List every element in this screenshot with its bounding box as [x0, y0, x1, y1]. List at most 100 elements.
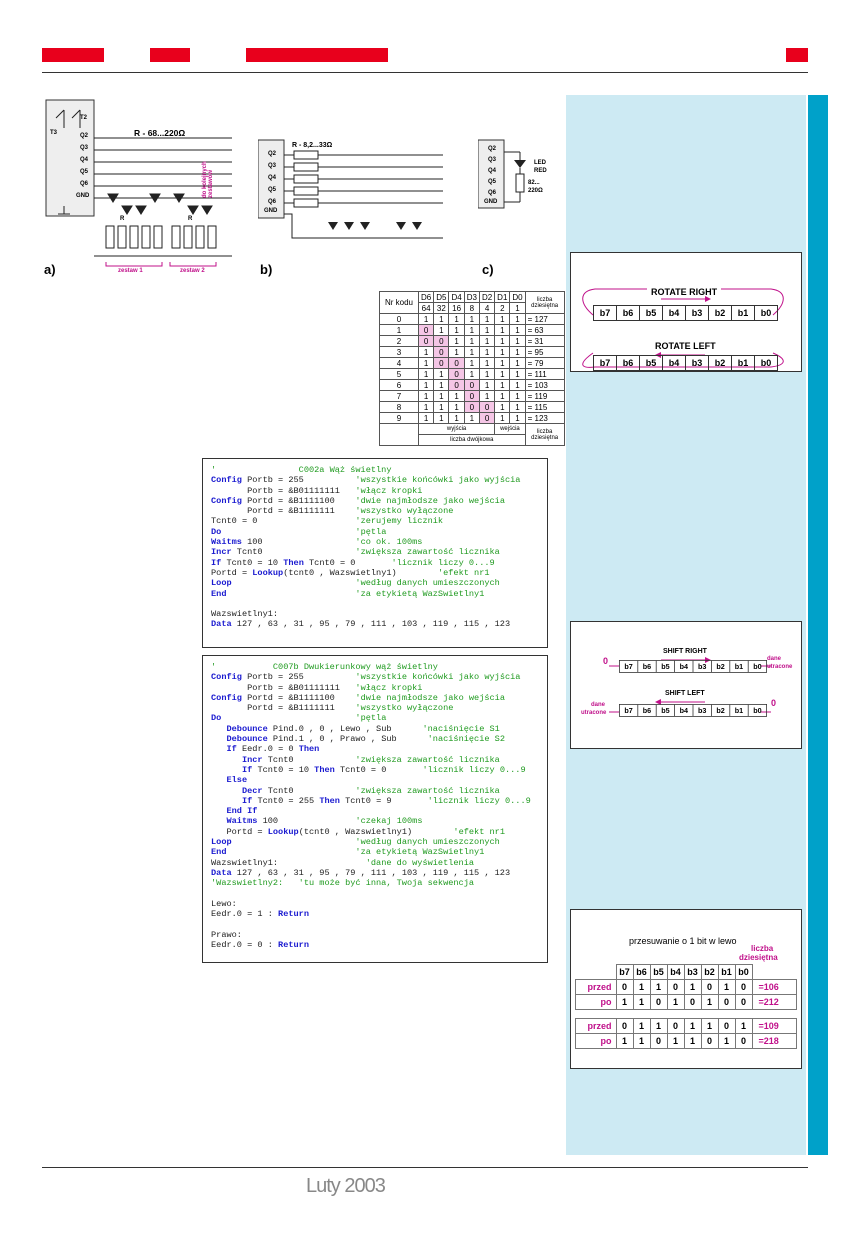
shift-table-bit: 0 — [666, 979, 685, 995]
code-token: 'według danych umieszczonych — [355, 837, 500, 848]
code-line — [211, 599, 539, 609]
code-token: 'efekt nr1 — [453, 826, 505, 837]
shift-table-bit: 1 — [615, 994, 634, 1010]
code-token: Portd = — [211, 826, 268, 837]
code-line: Incr Tcnt0 'zwiększa zawartość licznika — [211, 755, 539, 765]
code-token: 'zwiększa zawartość licznika — [355, 754, 500, 765]
fig-b-resistor-note: R - 8,2...33Ω — [292, 142, 333, 149]
bit-weight: 8 — [463, 302, 480, 314]
code-token: Tcnt0 = 10 — [252, 764, 315, 775]
code-token: 'zerujemy licznik — [355, 516, 444, 527]
code-token: Then — [298, 744, 320, 755]
register-bit: b2 — [709, 306, 732, 320]
code-line: Data 127 , 63 , 31 , 95 , 79 , 111 , 103… — [211, 868, 539, 878]
shift-table-bit: 0 — [649, 1033, 668, 1049]
code-decimal: = 79 — [524, 357, 565, 369]
fig-c-pin-q5: Q5 — [488, 179, 497, 185]
register-bit: b7 — [594, 306, 617, 320]
code-bit: 0 — [417, 335, 435, 347]
code-token: Do — [211, 526, 222, 537]
code-bit: 1 — [494, 324, 511, 336]
shift-table-bit-header: b5 — [649, 964, 668, 980]
register-bit: b7 — [594, 356, 617, 370]
shift-table-bit: 0 — [734, 994, 753, 1010]
shift-table-bit: 1 — [615, 1033, 634, 1049]
rotate-left-title: ROTATE LEFT — [655, 341, 716, 351]
fig-b-pin-q2: Q2 — [268, 151, 277, 157]
fig-a-resistor-note: R - 68...220Ω — [134, 128, 186, 138]
bit-weight: 32 — [433, 302, 450, 314]
code-table-binary: liczba dwójkowa — [418, 434, 526, 446]
register-bit: b4 — [675, 660, 694, 672]
code-bit: 1 — [417, 357, 435, 369]
code-token: Debounce — [226, 723, 268, 734]
bit-weight: 2 — [494, 302, 511, 314]
bit-weight: 16 — [448, 302, 465, 314]
code-table-dec-header: liczba dziesiętna — [524, 291, 565, 314]
code-bit: 1 — [417, 390, 435, 402]
code-token: Then — [314, 764, 335, 775]
register-bit: b7 — [620, 704, 639, 716]
code-bit: 1 — [463, 357, 480, 369]
bit-name: D2 — [478, 291, 496, 303]
shift-table-bit: 1 — [632, 994, 651, 1010]
code-token: Tcnt0 = 10 — [221, 557, 284, 568]
code-token: If — [241, 764, 253, 775]
code-token: 127 , 63 , 31 , 95 , 79 , 111 , 103 , 11… — [231, 619, 511, 630]
register-bit: b3 — [686, 306, 709, 320]
code-number: 3 — [379, 346, 419, 358]
code-token — [221, 713, 355, 723]
code-token — [226, 847, 355, 857]
code-line: If Eedr.0 = 0 Then — [211, 744, 539, 754]
code-token: 'efekt nr1 — [437, 567, 490, 578]
code-table-nr-header: Nr kodu — [379, 291, 419, 314]
code-line: Debounce Pind.0 , 0 , Lewo , Sub 'naciśn… — [211, 724, 539, 734]
code-bit: 1 — [494, 379, 511, 391]
code-bit: 1 — [417, 346, 435, 358]
code-line: Tcnt0 = 0 'zerujemy licznik — [211, 516, 539, 526]
code-token: Lookup — [252, 567, 284, 578]
fig-a-pin-q4: Q4 — [80, 157, 89, 163]
code-line — [211, 919, 539, 929]
shift-table-bit: 0 — [700, 979, 719, 995]
code-token: 'włącz kropki — [355, 682, 423, 693]
code-token: Eedr.0 = 1 : — [211, 909, 279, 920]
code-token: 'wszystko wyłączone — [355, 703, 454, 714]
code-bit: 1 — [478, 313, 496, 325]
code-bit: 1 — [509, 390, 526, 402]
code-token — [211, 744, 226, 754]
code-token: 'wszystkie końcówki jako wyjścia — [355, 475, 521, 486]
register-bit: b0 — [753, 662, 762, 671]
code-number: 9 — [379, 412, 419, 424]
code-line: Config Portd = &B1111100 'dwie najmłodsz… — [211, 496, 539, 506]
code-token: Data — [211, 867, 232, 878]
code-line: ' C002a Wąż świetlny — [211, 465, 539, 475]
shift-table-dec-h1: liczba — [751, 944, 774, 953]
code-table-outputs: wyjścia — [417, 423, 496, 435]
code-token: Decr — [241, 785, 263, 796]
fig-a-group2: zestaw 2 — [180, 268, 205, 274]
header-tab-3 — [246, 48, 388, 62]
shift-table-bit: 1 — [632, 1033, 651, 1049]
code-bit: 1 — [478, 346, 496, 358]
fig-b-pin-q3: Q3 — [268, 163, 277, 169]
code-token: End If — [226, 806, 258, 817]
code-token: 'co ok. 100ms — [355, 537, 423, 548]
shift-table-bit: 1 — [734, 1018, 753, 1034]
code-line: Decr Tcnt0 'zwiększa zawartość licznika — [211, 786, 539, 796]
code-bit: 1 — [494, 412, 511, 424]
shift-table-row-label: po — [575, 1033, 617, 1049]
shift-table-bit-header: b4 — [666, 964, 685, 980]
code-bit: 1 — [448, 346, 465, 358]
code-bit: 1 — [433, 379, 450, 391]
fig-c-pin-q3: Q3 — [488, 157, 497, 163]
fig-a-pin-gnd: GND — [76, 193, 90, 199]
code-bit: 1 — [433, 412, 450, 424]
code-token — [211, 755, 242, 765]
shift-zero-in-right: 0 — [603, 656, 609, 666]
